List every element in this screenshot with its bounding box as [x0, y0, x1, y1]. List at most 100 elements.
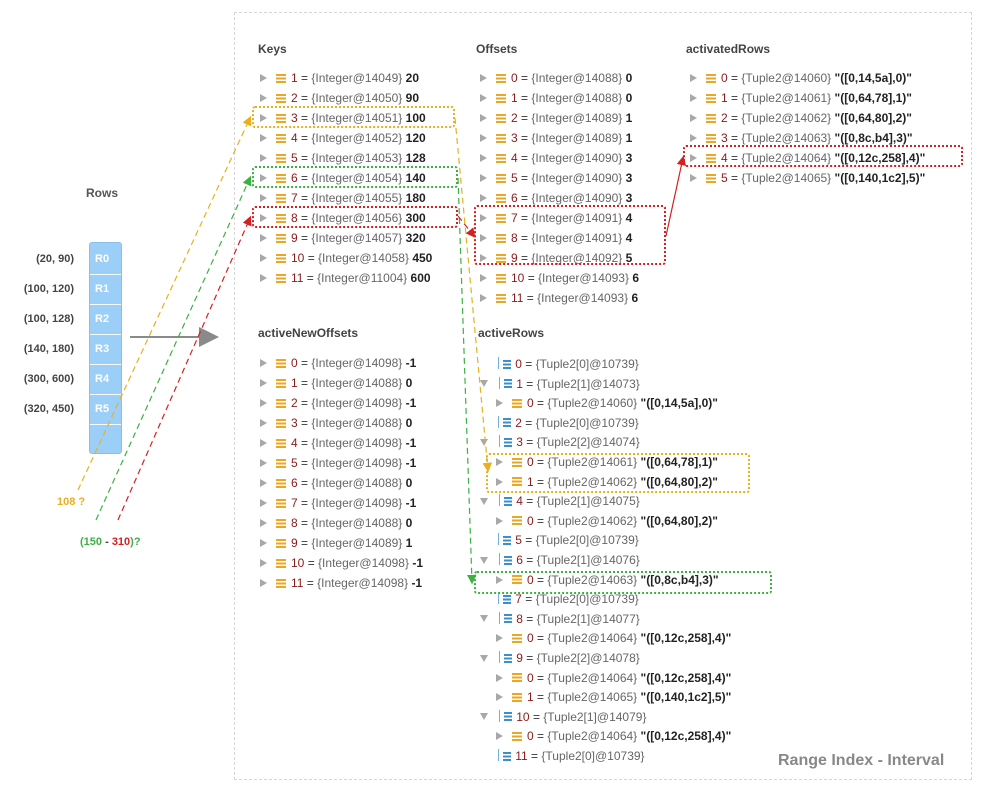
- offsets-row[interactable]: 4 = {Integer@14090} 3: [480, 150, 632, 166]
- activerows-row[interactable]: │5 = {Tuple2[0]@10739}: [496, 532, 639, 548]
- expand-arrow-icon[interactable]: [496, 516, 503, 525]
- expand-arrow-icon[interactable]: [260, 519, 267, 527]
- expand-arrow-icon[interactable]: [496, 399, 503, 408]
- expand-arrow-icon[interactable]: [260, 194, 267, 202]
- activerows-row[interactable]: │4 = {Tuple2[1]@14075}: [480, 493, 640, 509]
- activerows-row[interactable]: │8 = {Tuple2[1]@14077}: [480, 611, 640, 627]
- expand-arrow-icon[interactable]: [260, 539, 267, 547]
- expand-arrow-icon[interactable]: [690, 114, 697, 122]
- offsets-row[interactable]: 7 = {Integer@14091} 4: [480, 210, 632, 226]
- expand-arrow-icon[interactable]: [480, 234, 487, 242]
- expand-arrow-icon[interactable]: [260, 399, 267, 407]
- expand-arrow-icon[interactable]: [260, 74, 267, 82]
- offsets-row[interactable]: 0 = {Integer@14088} 0: [480, 70, 632, 86]
- expand-arrow-icon[interactable]: [480, 134, 487, 142]
- keys-row[interactable]: 1 = {Integer@14049} 20: [260, 70, 419, 86]
- activerows-subrow[interactable]: 1 = {Tuple2@14065} "([0,140,1c2],5)": [496, 689, 731, 705]
- expand-arrow-icon[interactable]: [496, 673, 503, 682]
- offsets-row[interactable]: 3 = {Integer@14089} 1: [480, 130, 632, 146]
- expand-arrow-icon[interactable]: [260, 579, 267, 587]
- expand-arrow-icon[interactable]: [260, 419, 267, 427]
- expand-arrow-icon[interactable]: [260, 559, 267, 567]
- expand-arrow-icon[interactable]: [480, 214, 487, 222]
- expand-arrow-icon[interactable]: [480, 94, 487, 102]
- keys-row[interactable]: 10 = {Integer@14058} 450: [260, 250, 432, 266]
- offsets-row[interactable]: 2 = {Integer@14089} 1: [480, 110, 632, 126]
- activenewoffsets-row[interactable]: 6 = {Integer@14088} 0: [260, 475, 412, 491]
- expand-arrow-icon[interactable]: [480, 174, 487, 182]
- activerows-subrow[interactable]: 0 = {Tuple2@14064} "([0,12c,258],4)": [496, 728, 731, 744]
- expand-arrow-icon[interactable]: [260, 274, 267, 282]
- expand-arrow-icon[interactable]: [260, 174, 267, 182]
- expand-arrow-icon[interactable]: [496, 732, 503, 741]
- expand-arrow-icon[interactable]: [690, 134, 697, 142]
- expand-arrow-icon[interactable]: [496, 477, 503, 486]
- expand-arrow-icon[interactable]: [480, 154, 487, 162]
- activatedrows-row[interactable]: 3 = {Tuple2@14063} "([0,8c,b4],3)": [690, 130, 913, 146]
- expand-arrow-icon[interactable]: [260, 154, 267, 162]
- keys-row[interactable]: 4 = {Integer@14052} 120: [260, 130, 426, 146]
- activerows-row[interactable]: │9 = {Tuple2[2]@14078}: [480, 650, 640, 666]
- activatedrows-row[interactable]: 4 = {Tuple2@14064} "([0,12c,258],4)": [690, 150, 925, 166]
- activerows-row[interactable]: │6 = {Tuple2[1]@14076}: [480, 552, 640, 568]
- expand-arrow-icon[interactable]: [480, 294, 487, 302]
- keys-row[interactable]: 3 = {Integer@14051} 100: [260, 110, 426, 126]
- expand-arrow-icon[interactable]: [260, 479, 267, 487]
- expand-arrow-icon[interactable]: [480, 254, 487, 262]
- expand-arrow-icon[interactable]: [260, 254, 267, 262]
- expand-arrow-icon[interactable]: [480, 194, 487, 202]
- collapse-arrow-icon[interactable]: [480, 556, 488, 564]
- expand-arrow-icon[interactable]: [496, 458, 503, 466]
- expand-arrow-icon[interactable]: [260, 94, 267, 102]
- offsets-row[interactable]: 6 = {Integer@14090} 3: [480, 190, 632, 206]
- offsets-row[interactable]: 10 = {Integer@14093} 6: [480, 270, 639, 286]
- activatedrows-row[interactable]: 5 = {Tuple2@14065} "([0,140,1c2],5)": [690, 170, 925, 186]
- expand-arrow-icon[interactable]: [260, 114, 267, 122]
- activatedrows-row[interactable]: 1 = {Tuple2@14061} "([0,64,78],1)": [690, 90, 912, 106]
- activerows-subrow[interactable]: 0 = {Tuple2@14063} "([0,8c,b4],3)": [496, 572, 719, 588]
- activenewoffsets-row[interactable]: 7 = {Integer@14098} -1: [260, 495, 416, 511]
- activenewoffsets-row[interactable]: 8 = {Integer@14088} 0: [260, 515, 412, 531]
- collapse-arrow-icon[interactable]: [480, 438, 488, 446]
- expand-arrow-icon[interactable]: [260, 379, 267, 387]
- keys-row[interactable]: 5 = {Integer@14053} 128: [260, 150, 426, 166]
- activerows-row[interactable]: │7 = {Tuple2[0]@10739}: [496, 591, 639, 607]
- activerows-row[interactable]: │10 = {Tuple2[1]@14079}: [480, 709, 646, 725]
- expand-arrow-icon[interactable]: [260, 359, 267, 367]
- activenewoffsets-row[interactable]: 2 = {Integer@14098} -1: [260, 395, 416, 411]
- offsets-row[interactable]: 1 = {Integer@14088} 0: [480, 90, 632, 106]
- expand-arrow-icon[interactable]: [260, 214, 267, 222]
- activerows-row[interactable]: │1 = {Tuple2[1]@14073}: [480, 376, 640, 392]
- activenewoffsets-row[interactable]: 11 = {Integer@14098} -1: [260, 575, 422, 591]
- keys-row[interactable]: 6 = {Integer@14054} 140: [260, 170, 426, 186]
- activatedrows-row[interactable]: 0 = {Tuple2@14060} "([0,14,5a],0)": [690, 70, 912, 86]
- keys-row[interactable]: 11 = {Integer@11004} 600: [260, 270, 431, 286]
- keys-row[interactable]: 8 = {Integer@14056} 300: [260, 210, 426, 226]
- expand-arrow-icon[interactable]: [496, 693, 503, 702]
- activerows-subrow[interactable]: 0 = {Tuple2@14062} "([0,64,80],2)": [496, 513, 718, 529]
- activerows-row[interactable]: │0 = {Tuple2[0]@10739}: [496, 356, 639, 372]
- expand-arrow-icon[interactable]: [480, 74, 487, 82]
- expand-arrow-icon[interactable]: [260, 459, 267, 467]
- keys-row[interactable]: 7 = {Integer@14055} 180: [260, 190, 426, 206]
- expand-arrow-icon[interactable]: [480, 274, 487, 282]
- expand-arrow-icon[interactable]: [496, 634, 503, 643]
- collapse-arrow-icon[interactable]: [480, 380, 488, 388]
- activerows-subrow[interactable]: 0 = {Tuple2@14061} "([0,64,78],1)": [496, 454, 718, 470]
- expand-arrow-icon[interactable]: [480, 114, 487, 122]
- activerows-row[interactable]: │3 = {Tuple2[2]@14074}: [480, 434, 640, 450]
- offsets-row[interactable]: 11 = {Integer@14093} 6: [480, 290, 638, 306]
- collapse-arrow-icon[interactable]: [480, 713, 488, 721]
- offsets-row[interactable]: 5 = {Integer@14090} 3: [480, 170, 632, 186]
- activerows-subrow[interactable]: 0 = {Tuple2@14064} "([0,12c,258],4)": [496, 670, 731, 686]
- activenewoffsets-row[interactable]: 0 = {Integer@14098} -1: [260, 355, 416, 371]
- activerows-row[interactable]: │11 = {Tuple2[0]@10739}: [496, 748, 645, 764]
- activenewoffsets-row[interactable]: 10 = {Integer@14098} -1: [260, 555, 423, 571]
- expand-arrow-icon[interactable]: [690, 94, 697, 102]
- collapse-arrow-icon[interactable]: [480, 654, 488, 662]
- keys-row[interactable]: 9 = {Integer@14057} 320: [260, 230, 426, 246]
- activenewoffsets-row[interactable]: 5 = {Integer@14098} -1: [260, 455, 416, 471]
- activerows-subrow[interactable]: 1 = {Tuple2@14062} "([0,64,80],2)": [496, 474, 718, 490]
- activenewoffsets-row[interactable]: 4 = {Integer@14098} -1: [260, 435, 416, 451]
- activerows-subrow[interactable]: 0 = {Tuple2@14064} "([0,12c,258],4)": [496, 630, 731, 646]
